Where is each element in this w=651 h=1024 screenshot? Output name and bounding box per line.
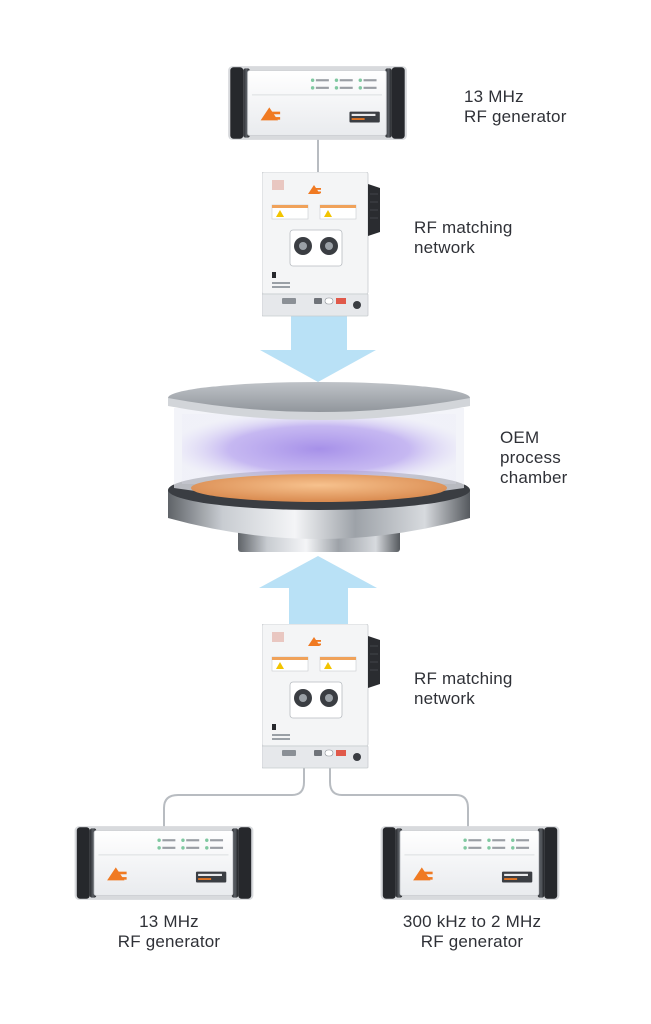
label-bottom-right-generator: 300 kHz to 2 MHz RF generator xyxy=(372,912,572,952)
label-chamber-line2: process xyxy=(500,448,561,467)
cables-bottom-generators-to-match xyxy=(163,758,469,828)
label-bottom-right-generator-line2: RF generator xyxy=(420,932,524,951)
oem-process-chamber xyxy=(168,382,470,552)
label-top-generator-line2: RF generator xyxy=(464,107,567,126)
label-top-generator-line1: 13 MHz xyxy=(464,87,524,106)
bottom-right-rf-generator xyxy=(379,825,561,901)
top-rf-generator xyxy=(227,65,408,141)
label-bottom-match: RF matching network xyxy=(414,669,513,709)
label-bottom-match-line1: RF matching xyxy=(414,669,513,688)
power-arrow-down xyxy=(260,312,376,382)
label-top-match-line2: network xyxy=(414,238,475,257)
label-bottom-right-generator-line1: 300 kHz to 2 MHz xyxy=(402,912,542,931)
label-chamber-line1: OEM xyxy=(500,428,540,447)
label-bottom-left-generator: 13 MHz RF generator xyxy=(84,912,254,952)
label-top-generator: 13 MHz RF generator xyxy=(464,87,567,127)
label-chamber: OEM process chamber xyxy=(500,428,568,488)
label-chamber-line3: chamber xyxy=(500,468,568,487)
label-top-match: RF matching network xyxy=(414,218,513,258)
label-bottom-left-generator-line2: RF generator xyxy=(117,932,221,951)
bottom-left-rf-generator xyxy=(73,825,255,901)
label-bottom-match-line2: network xyxy=(414,689,475,708)
top-rf-matching-network xyxy=(262,172,381,317)
label-bottom-left-generator-line1: 13 MHz xyxy=(139,912,199,931)
label-top-match-line1: RF matching xyxy=(414,218,513,237)
bottom-rf-matching-network xyxy=(262,624,381,769)
power-arrow-up xyxy=(259,556,377,624)
